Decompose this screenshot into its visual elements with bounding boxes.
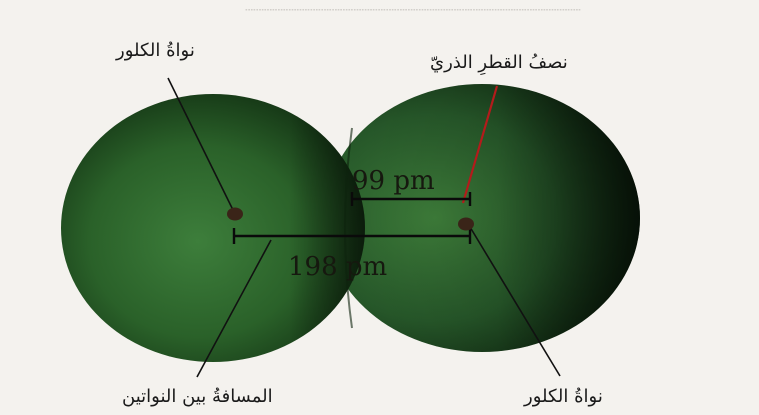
overlap-seam bbox=[344, 127, 353, 329]
background-text: ┈┈┈┈┈┈┈┈┈┈┈┈┈┈┈┈┈┈┈┈┈┈┈┈┈┈┈┈┈┈┈ bbox=[245, 0, 581, 21]
distance-value: 198 pm bbox=[288, 252, 388, 282]
nucleus-right bbox=[458, 217, 474, 231]
label-atomic-radius: نصفُ القطرِ الذريّ bbox=[430, 52, 568, 73]
pointer-line-nucleus-left bbox=[167, 77, 234, 211]
label-nucleus-right: نواةُ الكلور bbox=[524, 386, 603, 407]
pointer-line-radius bbox=[461, 85, 499, 204]
radius-value: 99 pm bbox=[352, 166, 435, 196]
nucleus-left bbox=[227, 207, 243, 221]
chlorine-atom-left-shade bbox=[61, 94, 365, 362]
chlorine-atom-right-shade bbox=[324, 84, 640, 352]
pointer-line-nucleus-right bbox=[469, 226, 561, 377]
label-nucleus-left: نواةُ الكلور bbox=[116, 40, 195, 61]
label-internuclear-distance: المسافةُ بين النواتين bbox=[122, 386, 273, 407]
pointer-line-distance bbox=[196, 239, 272, 378]
